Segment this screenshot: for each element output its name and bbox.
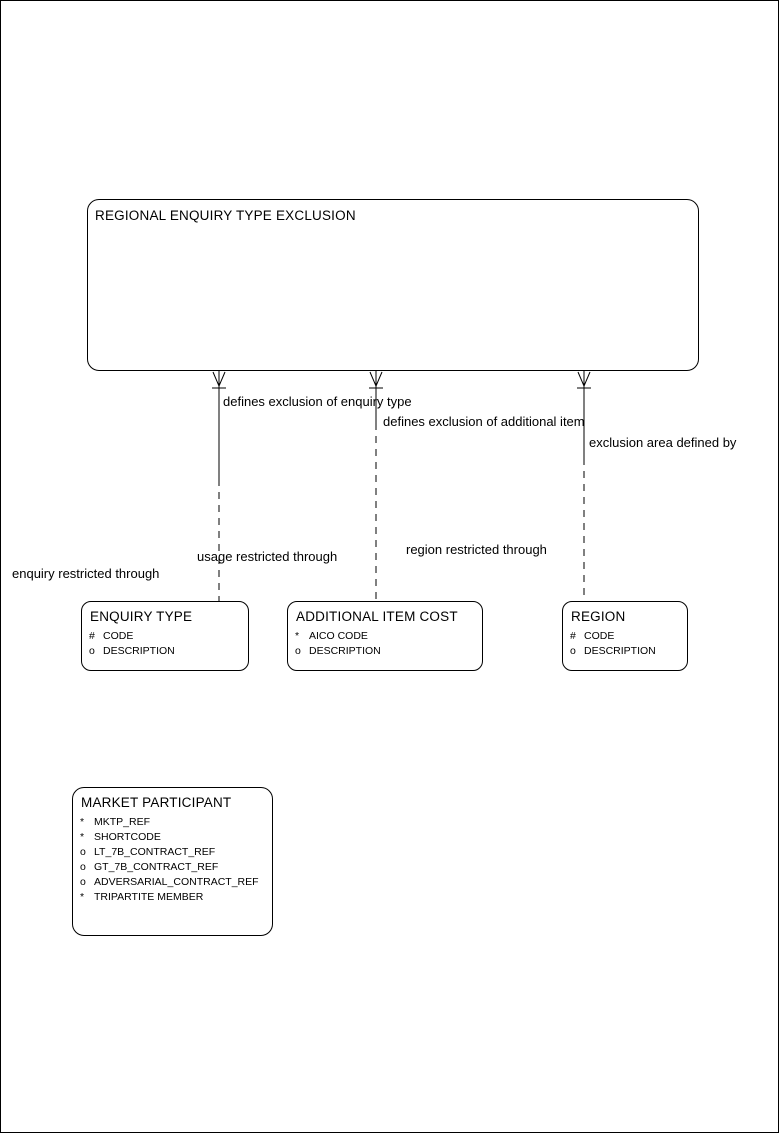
attribute-name: LT_7B_CONTRACT_REF xyxy=(94,846,216,858)
attribute-row: o ADVERSARIAL_CONTRACT_REF xyxy=(78,875,272,890)
attribute-row: * SHORTCODE xyxy=(78,830,272,845)
attribute-row: o LT_7B_CONTRACT_REF xyxy=(78,845,272,860)
attribute-marker: # xyxy=(570,630,576,642)
attribute-name: CODE xyxy=(103,630,134,642)
crows-foot-many-icon xyxy=(577,371,591,389)
attribute-marker: o xyxy=(80,846,86,858)
entity-enquiry-type[interactable]: ENQUIRY TYPE # CODE o DESCRIPTION xyxy=(81,601,249,671)
attribute-row: * TRIPARTITE MEMBER xyxy=(78,890,272,905)
attribute-name: DESCRIPTION xyxy=(103,645,175,657)
attribute-name: MKTP_REF xyxy=(94,816,151,828)
attribute-marker: * xyxy=(295,630,300,642)
entity-additional-item-cost[interactable]: ADDITIONAL ITEM COST * AICO CODE o DESCRIP… xyxy=(287,601,483,671)
relationship-label: region restricted through xyxy=(406,542,547,557)
attribute-row: * MKTP_REF xyxy=(78,815,272,830)
attribute-name: SHORTCODE xyxy=(94,831,161,843)
attribute-marker: o xyxy=(80,876,86,888)
attribute-row: # CODE xyxy=(87,629,248,644)
attribute-row: o DESCRIPTION xyxy=(293,644,482,659)
attribute-row: o DESCRIPTION xyxy=(87,644,248,659)
attribute-row: o DESCRIPTION xyxy=(568,644,687,659)
attribute-row: o GT_7B_CONTRACT_REF xyxy=(78,860,272,875)
relationship-line-additional-item-cost xyxy=(369,371,383,601)
attribute-marker: # xyxy=(89,630,95,642)
attribute-name: AICO CODE xyxy=(309,630,368,642)
entity-regional-enquiry-type-exclusion[interactable]: REGIONAL ENQUIRY TYPE EXCLUSION xyxy=(87,199,699,371)
attribute-row: # CODE xyxy=(568,629,687,644)
crows-foot-many-icon xyxy=(212,371,226,389)
attribute-list: # CODE o DESCRIPTION xyxy=(82,624,248,659)
relationship-label: defines exclusion of enquiry type xyxy=(223,394,412,409)
relationship-label: defines exclusion of additional item xyxy=(383,414,585,429)
attribute-marker: * xyxy=(80,891,85,903)
attribute-marker: o xyxy=(570,645,576,657)
entity-title: ADDITIONAL ITEM COST xyxy=(296,609,458,624)
attribute-name: DESCRIPTION xyxy=(309,645,381,657)
entity-title: MARKET PARTICIPANT xyxy=(81,795,232,810)
crows-foot-many-icon xyxy=(369,371,383,389)
relationship-label: exclusion area defined by xyxy=(589,435,737,450)
entity-market-participant[interactable]: MARKET PARTICIPANT * MKTP_REF * SHORTCODE … xyxy=(72,787,273,936)
attribute-list: * MKTP_REF * SHORTCODE o LT_7B_CONTRACT_REF… xyxy=(73,810,272,905)
attribute-name: GT_7B_CONTRACT_REF xyxy=(94,861,219,873)
entity-region[interactable]: REGION # CODE o DESCRIPTION xyxy=(562,601,688,671)
attribute-marker: o xyxy=(80,861,86,873)
attribute-list: * AICO CODE o DESCRIPTION xyxy=(288,624,482,659)
relationship-label: enquiry restricted through xyxy=(12,566,160,581)
entity-title: REGION xyxy=(571,609,626,624)
attribute-marker: * xyxy=(80,831,85,843)
attribute-name: TRIPARTITE MEMBER xyxy=(94,891,204,903)
attribute-row: * AICO CODE xyxy=(293,629,482,644)
relationship-line-region xyxy=(577,371,591,601)
attribute-marker: o xyxy=(89,645,95,657)
attribute-name: DESCRIPTION xyxy=(584,645,656,657)
relationship-line-enquiry-type xyxy=(212,371,226,601)
attribute-name: CODE xyxy=(584,630,615,642)
entity-title: REGIONAL ENQUIRY TYPE EXCLUSION xyxy=(95,208,356,223)
attribute-marker: * xyxy=(80,816,85,828)
entity-title: ENQUIRY TYPE xyxy=(90,609,193,624)
attribute-name: ADVERSARIAL_CONTRACT_REF xyxy=(94,876,259,888)
attribute-marker: o xyxy=(295,645,301,657)
relationship-label: usage restricted through xyxy=(197,549,338,564)
attribute-list: # CODE o DESCRIPTION xyxy=(563,624,687,659)
